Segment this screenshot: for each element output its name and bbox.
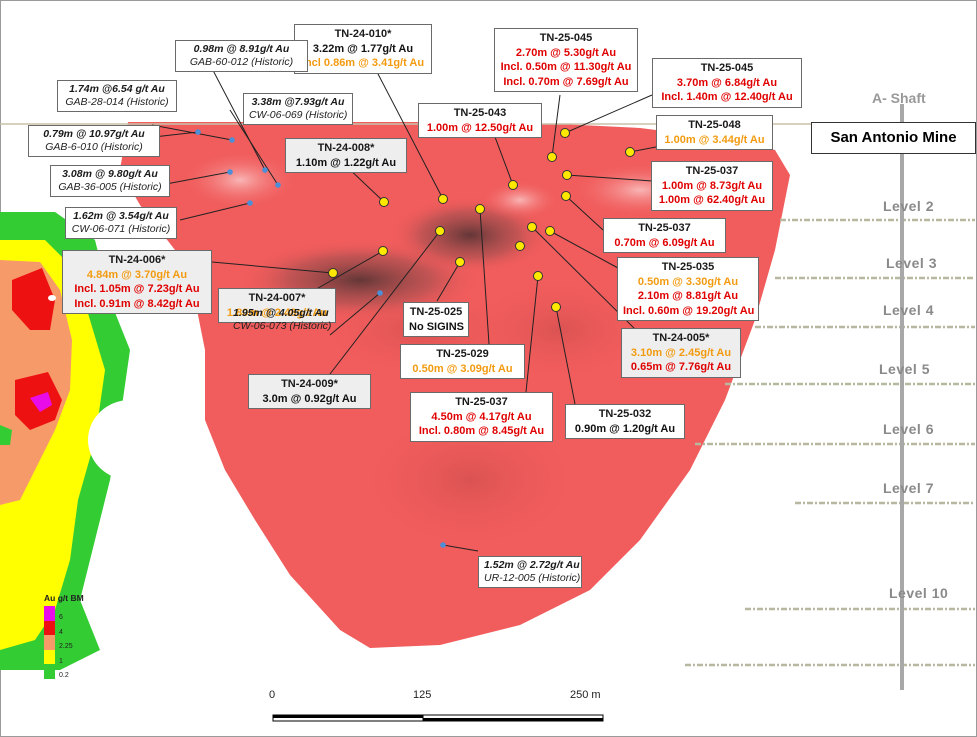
drill-intercept <box>455 257 465 267</box>
drill-intercept <box>625 147 635 157</box>
drill-intercept <box>438 194 448 204</box>
grade-contours-left <box>0 212 130 670</box>
level-label: Level 10 <box>889 585 949 601</box>
historic-intercept <box>377 290 383 296</box>
drill-intercept <box>475 204 485 214</box>
drill-intercept <box>328 268 338 278</box>
label-tn-24-008: TN-24-008* 1.10m @ 1.22g/t Au <box>285 138 407 173</box>
legend-swatch <box>44 649 55 664</box>
label-tn-24-009: TN-24-009* 3.0m @ 0.92g/t Au <box>248 374 371 409</box>
label-cw-06-069: 3.38m @7.93g/t Au CW-06-069 (Historic) <box>243 93 353 125</box>
level-label: Level 3 <box>886 255 937 271</box>
legend-value: 2.25 <box>59 643 73 650</box>
legend-entry: 1 <box>44 649 84 665</box>
label-gab-60-012: 0.98m @ 8.91g/t Au GAB-60-012 (Historic) <box>175 40 308 72</box>
drill-intercept <box>560 128 570 138</box>
label-cw-06-073: 1.95m @ 4.05g/t Au CW-06-073 (Historic) <box>233 307 332 332</box>
label-tn-24-005: TN-24-005* 3.10m @ 2.45g/t Au 0.65m @ 7.… <box>621 328 741 378</box>
drill-intercept <box>378 246 388 256</box>
label-gab-6-010: 0.79m @ 10.97g/t Au GAB-6-010 (Historic) <box>28 125 160 157</box>
drill-intercept <box>527 222 537 232</box>
label-ur-12-005: 1.52m @ 2.72g/t Au UR-12-005 (Historic) <box>478 556 582 588</box>
legend-title: Au g/t BM <box>44 593 84 603</box>
label-tn-24-007: TN-24-007* 1.80m @ 2.48g/t Au <box>218 288 336 323</box>
historic-intercept <box>440 542 446 548</box>
label-tn-25-043: TN-25-043 1.00m @ 12.50g/t Au <box>418 103 542 138</box>
scale-bar <box>272 714 604 722</box>
legend-swatch <box>44 606 55 621</box>
drill-intercept <box>533 271 543 281</box>
label-tn-25-037-c: TN-25-037 4.50m @ 4.17g/t Au Incl. 0.80m… <box>410 392 553 442</box>
legend-value: 6 <box>59 614 63 621</box>
historic-intercepts <box>195 129 446 548</box>
label-tn-25-035: TN-25-035 0.50m @ 3.30g/t Au 2.10m @ 8.8… <box>617 257 759 321</box>
label-tn-25-037-a: TN-25-037 1.00m @ 8.73g/t Au 1.00m @ 62.… <box>651 161 773 211</box>
legend-entry: 4 <box>44 620 84 636</box>
drill-intercept <box>379 197 389 207</box>
level-label: Level 4 <box>883 302 934 318</box>
historic-intercept <box>195 129 201 135</box>
grade-legend: Au g/t BM 6 4 2.25 1 0.2 <box>44 593 84 679</box>
legend-value: 4 <box>59 628 63 636</box>
historic-intercept <box>247 200 253 206</box>
drill-intercept <box>435 226 445 236</box>
historic-intercept <box>227 169 233 175</box>
label-tn-25-045-a: TN-25-045 2.70m @ 5.30g/t Au Incl. 0.50m… <box>494 28 638 92</box>
level-workings <box>685 218 975 667</box>
label-tn-25-029: TN-25-029 0.50m @ 3.09g/t Au <box>400 344 525 379</box>
label-tn-24-006: TN-24-006* 4.84m @ 3.70g/t Au Incl. 1.05… <box>62 250 212 314</box>
drill-intercept <box>562 170 572 180</box>
legend-entry: 2.25 <box>44 635 84 650</box>
label-tn-25-032: TN-25-032 0.90m @ 1.20g/t Au <box>565 404 685 439</box>
scale-tick-label: 125 <box>413 689 432 701</box>
label-gab-36-005: 3.08m @ 9.80g/t Au GAB-36-005 (Historic) <box>50 165 170 197</box>
legend-swatch <box>44 620 55 635</box>
drill-intercept <box>551 302 561 312</box>
white-gaps-left <box>88 400 172 480</box>
drill-intercept <box>515 241 525 251</box>
historic-intercept <box>275 182 281 188</box>
drill-intercepts <box>328 128 635 312</box>
label-tn-25-037-b: TN-25-037 0.70m @ 6.09g/t Au <box>603 218 726 253</box>
label-cw-06-071: 1.62m @ 3.54g/t Au CW-06-071 (Historic) <box>65 207 177 239</box>
mine-name-label: San Antonio Mine <box>811 122 976 154</box>
level-label: Level 2 <box>883 198 934 214</box>
legend-entry: 0.2 <box>44 664 84 679</box>
drill-intercept <box>545 226 555 236</box>
label-tn-24-010: TN-24-010* 3.22m @ 1.77g/t Au Incl 0.86m… <box>294 24 432 74</box>
scale-tick-label: 250 m <box>570 689 601 701</box>
label-tn-25-025: TN-25-025 No SIGINS <box>403 302 469 337</box>
level-label: Level 7 <box>883 480 934 496</box>
legend-value: 1 <box>59 657 63 665</box>
legend-value: 0.2 <box>59 672 69 679</box>
level-label: Level 5 <box>879 361 930 377</box>
level-label: Level 6 <box>883 421 934 437</box>
legend-swatch <box>44 664 55 679</box>
leader-lines <box>126 54 657 552</box>
label-tn-25-045-b: TN-25-045 3.70m @ 6.84g/t Au Incl. 1.40m… <box>652 58 802 108</box>
label-tn-25-048: TN-25-048 1.00m @ 3.44g/t Au <box>656 115 773 150</box>
shaft-label: A- Shaft <box>872 90 926 106</box>
legend-swatch <box>44 635 55 650</box>
drill-intercept <box>561 191 571 201</box>
scale-tick-label: 0 <box>269 689 276 701</box>
legend-entry: 6 <box>44 606 84 621</box>
historic-intercept <box>229 137 235 143</box>
drill-intercept <box>547 152 557 162</box>
drill-intercept <box>508 180 518 190</box>
historic-intercept <box>262 167 268 173</box>
label-gab-28-014: 1.74m @6.54 g/t Au GAB-28-014 (Historic) <box>57 80 177 112</box>
